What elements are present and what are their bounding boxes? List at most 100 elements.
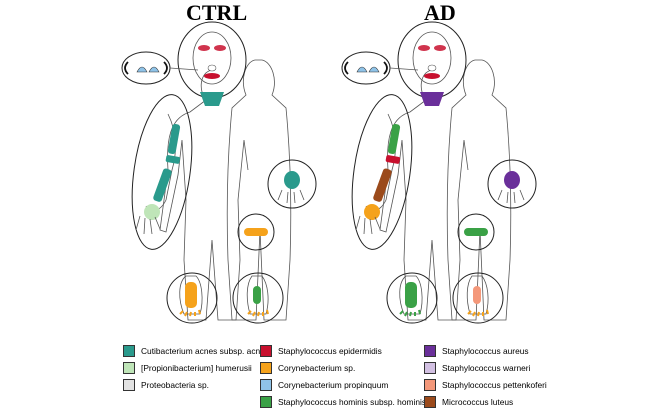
ctrl-palm-inset [267, 159, 317, 209]
legend-label: Corynebacterium sp. [278, 363, 356, 373]
ctrl-wrist-site [144, 204, 160, 220]
ctrl-nostril-inset [121, 51, 171, 85]
ad-heel-outline [466, 275, 489, 315]
legend-label: Staphylococcus pettenkoferi [442, 380, 547, 390]
ad-face-outline [412, 31, 452, 85]
ad-elbow-site [385, 155, 401, 164]
legend-item: Micrococcus luteus [424, 395, 513, 409]
legend-swatch [424, 379, 436, 391]
legend-label: [Propionibacterium] humerusii [141, 363, 252, 373]
ctrl-title: CTRL [186, 0, 248, 25]
ad-heel-toes [467, 309, 489, 317]
ctrl-hand-fingers [135, 215, 161, 235]
ctrl-sole-site [185, 282, 197, 308]
ad-palm-inset [487, 159, 537, 209]
legend-item: Corynebacterium propinquum [260, 378, 388, 392]
legend-swatch [123, 362, 135, 374]
ctrl-right-eye-region [214, 45, 226, 51]
ad-panel [341, 21, 537, 324]
ad-left-eye-region [418, 45, 430, 51]
legend-swatch [260, 396, 272, 408]
ctrl-left-eye-region [198, 45, 210, 51]
legend-swatch [260, 379, 272, 391]
ad-nostril-inset [341, 51, 391, 85]
ctrl-arm-inset [131, 94, 193, 250]
ctrl-sole-inset [166, 272, 218, 324]
ctrl-nostril-brackets [124, 61, 168, 75]
legend-item: Proteobacteria sp. [123, 378, 209, 392]
legend-label: Corynebacterium propinquum [278, 380, 389, 390]
legend-swatch [424, 362, 436, 374]
legend-item: Staphylococcus warneri [424, 361, 530, 375]
ctrl-elbow-site [165, 155, 181, 164]
ctrl-face-outline [192, 31, 232, 85]
ad-back-knee-site [464, 228, 488, 236]
ad-wrist-site [364, 204, 380, 220]
ctrl-neck-site [200, 92, 224, 106]
ad-nose [427, 64, 437, 72]
legend-item: [Propionibacterium] humerusii [123, 361, 252, 375]
ad-upper-arm-site [387, 124, 401, 154]
ctrl-heel-site [253, 286, 261, 304]
ad-palm-site [504, 171, 520, 189]
legend-label: Staphylococcus aureus [442, 346, 529, 356]
ad-heel-site [473, 286, 481, 304]
legend-item: Staphylococcus pettenkoferi [424, 378, 547, 392]
legend: Cutibacterium acnes subsp. acnes [Propio… [0, 344, 651, 410]
ctrl-palm-site [284, 171, 300, 189]
legend-swatch [123, 379, 135, 391]
ctrl-left-nostril [136, 66, 148, 73]
legend-item: Staphylococcus hominis subsp. hominis [260, 395, 426, 409]
ctrl-palm-fingers [277, 189, 305, 204]
ad-sole-inset [386, 272, 438, 324]
legend-swatch [424, 345, 436, 357]
legend-item: Corynebacterium sp. [260, 361, 355, 375]
ad-right-eye-region [434, 45, 446, 51]
ad-left-nostril [356, 66, 368, 73]
ctrl-nostril-connector [169, 67, 199, 71]
ad-arm-inset [351, 94, 413, 250]
ctrl-mouth-site [204, 73, 220, 79]
ad-heel-inset [452, 272, 504, 324]
ctrl-heel-outline [246, 275, 269, 315]
ad-front-body-outline [379, 69, 469, 321]
legend-item: Cutibacterium acnes subsp. acnes [123, 344, 269, 358]
ad-sole-site [405, 282, 417, 308]
legend-item: Staphylococcus epidermidis [260, 344, 382, 358]
legend-swatch [123, 345, 135, 357]
ad-forearm-site [373, 168, 392, 202]
legend-label: Proteobacteria sp. [141, 380, 209, 390]
ctrl-knee-inset [237, 213, 275, 251]
ad-neck-site [420, 92, 444, 106]
ad-nostril-connector [389, 67, 419, 71]
ctrl-forearm-site [153, 168, 172, 202]
legend-swatch [260, 362, 272, 374]
ad-right-nostril [368, 66, 380, 73]
ctrl-back-knee-site [244, 228, 268, 236]
ctrl-toes-site [179, 309, 201, 317]
ad-mouth-site [424, 73, 440, 79]
legend-label: Staphylococcus hominis subsp. hominis [278, 397, 427, 407]
ctrl-back-body-outline [226, 59, 292, 321]
legend-item: Staphylococcus aureus [424, 344, 529, 358]
legend-label: Cutibacterium acnes subsp. acnes [141, 346, 270, 356]
ad-title: AD [424, 0, 456, 25]
ctrl-head-inset [177, 21, 247, 99]
legend-label: Staphylococcus warneri [442, 363, 531, 373]
ctrl-right-nostril [148, 66, 160, 73]
ctrl-panel [121, 21, 317, 324]
body-diagrams [121, 21, 537, 324]
ad-head-inset [397, 21, 467, 99]
ad-back-body-outline [446, 59, 512, 321]
ad-toes-site [399, 309, 421, 317]
legend-label: Micrococcus luteus [442, 397, 514, 407]
ad-palm-fingers [497, 189, 525, 204]
ad-hand-fingers [355, 215, 381, 235]
legend-label: Staphylococcus epidermidis [278, 346, 382, 356]
ctrl-heel-toes [247, 309, 269, 317]
ad-nostril-brackets [344, 61, 388, 75]
ctrl-heel-inset [232, 272, 284, 324]
ad-knee-inset [457, 213, 495, 251]
ctrl-upper-arm-site [167, 124, 181, 154]
